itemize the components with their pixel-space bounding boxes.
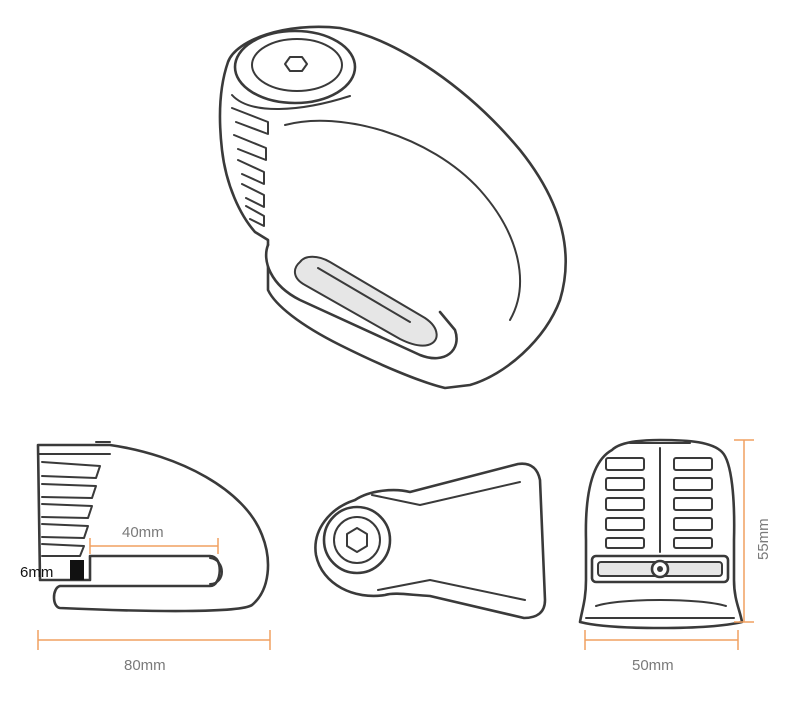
- front-vent-right: [673, 457, 713, 549]
- front-view: 50mm 55mm: [578, 438, 772, 674]
- perspective-view: [218, 25, 567, 390]
- top-body-outline: [314, 462, 547, 620]
- body-contour: [284, 119, 521, 321]
- pin-marker: [70, 560, 84, 580]
- top-hex-key-icon: [346, 527, 368, 553]
- side-view: 6mm 40mm 80mm: [20, 441, 271, 674]
- slot-length-dimension: 40mm: [89, 524, 219, 554]
- overall-height-dimension: 55mm: [734, 439, 772, 623]
- vent-grille: [231, 107, 269, 227]
- hex-key-icon: [284, 56, 308, 72]
- top-inner-contour: [371, 481, 521, 506]
- key-housing-inner: [251, 38, 343, 92]
- overall-width-label: 50mm: [632, 657, 674, 674]
- side-vent-grille: [41, 461, 101, 557]
- top-face-edge: [231, 94, 351, 110]
- overall-length-dimension: 80mm: [37, 630, 271, 674]
- top-view: [314, 462, 547, 620]
- slot-inner-line: [317, 267, 411, 323]
- overall-width-dimension: 50mm: [584, 630, 739, 674]
- lock-slot: [294, 255, 438, 347]
- front-base-line: [595, 599, 727, 607]
- overall-height-label: 55mm: [755, 518, 772, 560]
- top-inner-contour-lower: [377, 579, 526, 601]
- overall-length-label: 80mm: [124, 657, 166, 674]
- side-slot-end: [209, 557, 223, 585]
- top-lock-cylinder-inner: [333, 516, 381, 564]
- pin-diameter-label: 6mm: [20, 564, 53, 581]
- front-vent-left: [605, 457, 645, 549]
- slot-length-label: 40mm: [122, 524, 164, 541]
- front-lock-pin-center: [657, 566, 663, 572]
